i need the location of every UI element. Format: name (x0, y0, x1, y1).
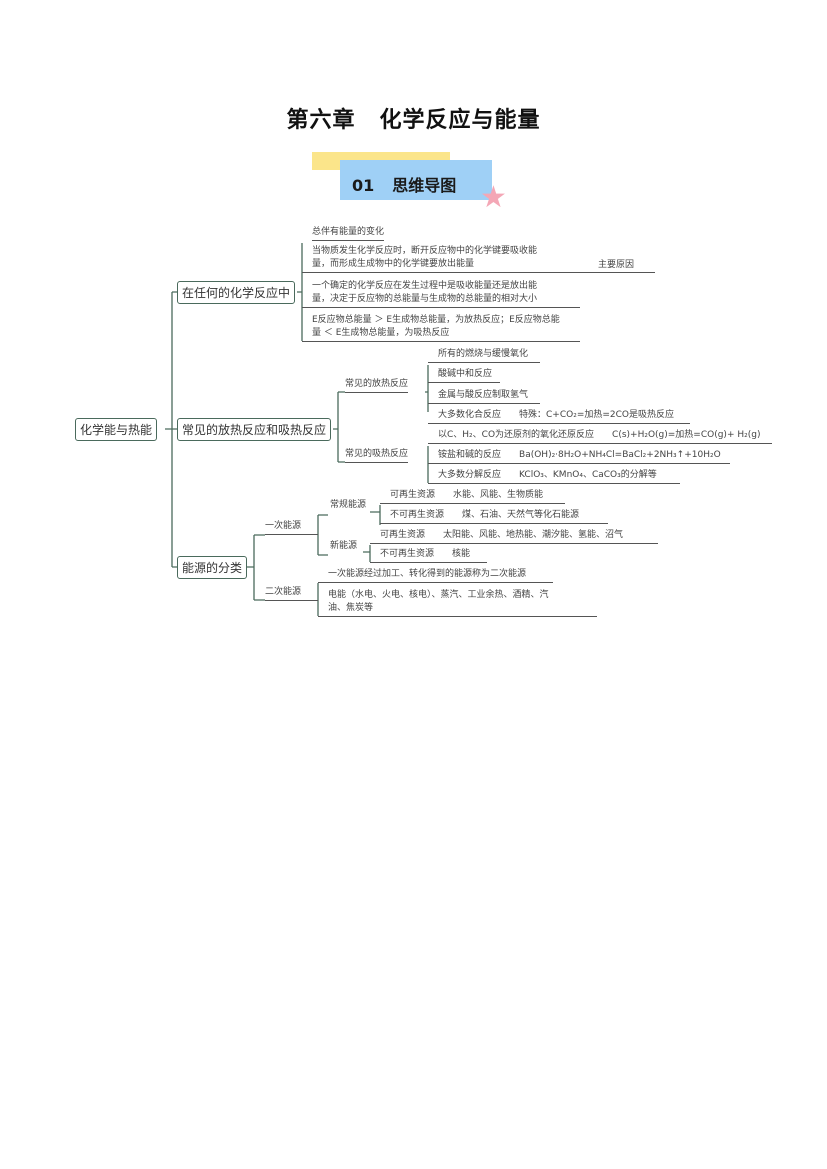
leaf-total-energy: 一个确定的化学反应在发生过程中是吸收能量还是放出能量，决定于反应物的总能量与生成… (302, 280, 580, 308)
leaf-bond-energy: 当物质发生化学反应时，断开反应物中的化学键要吸收能量，而形成生成物中的化学键要放… (302, 245, 655, 273)
branch-any-reaction[interactable]: 在任何的化学反应中 (177, 281, 296, 304)
conv-renewable: 可再生资源水能、风能、生物质能 (380, 489, 565, 504)
conv-nonrenewable: 不可再生资源煤、石油、天然气等化石能源 (380, 509, 608, 524)
branch-exo-endo[interactable]: 常见的放热反应和吸热反应 (177, 418, 332, 441)
branch-energy-classification[interactable]: 能源的分类 (177, 556, 248, 579)
leaf-energy-compare: E反应物总能量 ＞ E生成物总能量，为放热反应；E反应物总能量 ＜ E生成物总能… (302, 314, 580, 342)
new-renewable: 可再生资源太阳能、风能、地热能、潮汐能、氢能、沼气 (370, 529, 658, 544)
new-nonrenewable: 不可再生资源核能 (370, 548, 487, 563)
chapter-number: 第六章 (286, 107, 356, 133)
badge-box (340, 160, 492, 200)
exo-item: 所有的燃烧与缓慢氧化 (428, 348, 540, 363)
primary-energy: 一次能源 (265, 520, 318, 535)
page-title: 第六章化学反应与能量 (0, 102, 827, 134)
star-icon: ★ (480, 180, 507, 215)
leaf-energy-change: 总伴有能量的变化 (312, 226, 385, 241)
root-node[interactable]: 化学能与热能 (75, 418, 158, 441)
chapter-name: 化学反应与能量 (379, 107, 541, 133)
new-energy: 新能源 (330, 541, 358, 551)
exo-item: 金属与酸反应制取氢气 (428, 389, 540, 404)
exo-label: 常见的放热反应 (345, 378, 409, 393)
secondary-definition: 一次能源经过加工、转化得到的能源称为二次能源 (318, 568, 553, 583)
exo-item: 大多数化合反应特殊：C+CO₂=加热=2CO是吸热反应 (428, 409, 690, 424)
secondary-energy: 二次能源 (265, 586, 318, 601)
section-badge: 01 思维导图 (352, 172, 456, 196)
leaf-main-reason: 主要原因 (598, 260, 635, 270)
secondary-examples: 电能（水电、火电、核电）、蒸汽、工业余热、酒精、汽油、焦炭等 (318, 589, 597, 617)
exo-item: 酸碱中和反应 (428, 368, 500, 383)
endo-label: 常见的吸热反应 (345, 448, 409, 463)
conventional-energy: 常规能源 (330, 500, 367, 510)
badge-label: 思维导图 (392, 176, 457, 195)
badge-number: 01 (352, 176, 375, 195)
